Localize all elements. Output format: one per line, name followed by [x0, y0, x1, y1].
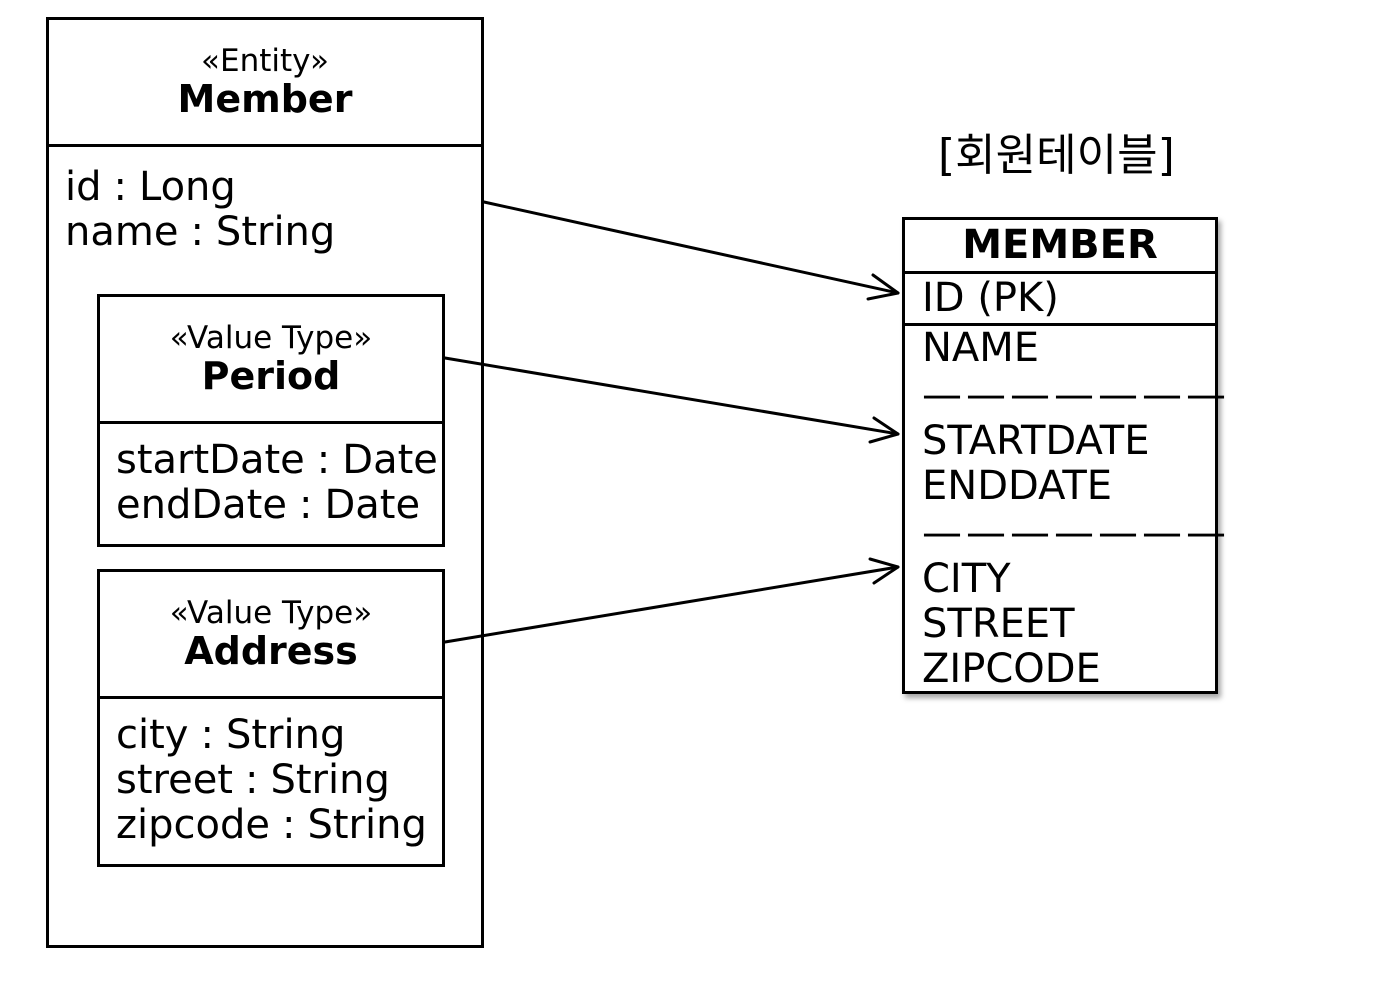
table-title: [회원테이블]	[938, 130, 1175, 181]
period-stereotype: «Value Type»	[169, 320, 373, 356]
period-attribute-startdate: startDate:Date	[116, 438, 442, 483]
member-class-name: Member	[177, 77, 353, 121]
address-to-city-arrowhead	[868, 557, 900, 585]
attribute-type: Date	[342, 437, 438, 483]
attribute-separator: :	[190, 209, 204, 255]
attribute-separator: :	[200, 712, 214, 758]
column-street: STREET	[922, 601, 1075, 647]
member-entity-header: «Entity» Member	[49, 20, 481, 147]
attribute-separator: :	[113, 164, 127, 210]
period-class-name: Period	[201, 354, 341, 398]
member-attributes: id:Long name:String	[49, 147, 481, 255]
address-to-city-arrow-line	[443, 565, 900, 644]
column-zipcode: ZIPCODE	[922, 646, 1101, 692]
column-group-divider: ———————	[922, 510, 1230, 556]
member-attribute-id: id: Long	[65, 165, 481, 210]
period-attribute-enddate: endDate:Date	[116, 483, 442, 528]
attribute-name: name	[65, 209, 179, 255]
member-attribute-name: name:String	[65, 210, 481, 255]
attribute-name: city	[116, 712, 189, 758]
attribute-separator: :	[245, 757, 259, 803]
attribute-name: zipcode	[116, 802, 270, 848]
address-attribute-street: street:String	[116, 758, 442, 803]
attribute-type: String	[307, 802, 427, 848]
address-value-type-box: «Value Type» Address city:String street:…	[97, 569, 445, 867]
period-header: «Value Type» Period	[100, 297, 442, 424]
attribute-type: Long	[139, 164, 236, 210]
period-attributes: startDate:Date endDate:Date	[100, 424, 442, 528]
table-name: MEMBER	[905, 220, 1215, 274]
member-to-id-arrowhead	[866, 273, 900, 301]
attribute-type: String	[225, 712, 346, 758]
attribute-separator: :	[298, 482, 313, 528]
member-to-id-arrow-line	[482, 200, 900, 295]
attribute-separator: :	[281, 802, 296, 848]
column-startdate: STARTDATE	[922, 418, 1150, 464]
address-attribute-zipcode: zipcode:String	[116, 803, 442, 848]
address-class-name: Address	[184, 629, 358, 673]
attribute-type: String	[270, 757, 390, 803]
attribute-separator: :	[316, 437, 331, 483]
column-group-divider: ———————	[922, 372, 1230, 418]
period-to-startdate-arrow-line	[443, 356, 900, 436]
address-attribute-city: city:String	[116, 713, 442, 758]
attribute-name: id	[65, 164, 102, 210]
attribute-type: Date	[324, 482, 421, 528]
column-name: NAME	[922, 325, 1040, 371]
address-header: «Value Type» Address	[100, 572, 442, 699]
member-stereotype: «Entity»	[201, 43, 329, 79]
attribute-name: endDate	[116, 482, 287, 528]
address-stereotype: «Value Type»	[169, 595, 373, 631]
table-columns: NAME ——————— STARTDATE ENDDATE ——————— C…	[905, 325, 1230, 692]
period-to-startdate-arrowhead	[868, 416, 900, 444]
address-attributes: city:String street:String zipcode:String	[100, 699, 442, 848]
attribute-name: street	[116, 757, 233, 803]
attribute-name: startDate	[116, 437, 305, 483]
table-pk-column: ID (PK)	[905, 274, 1215, 326]
period-value-type-box: «Value Type» Period startDate:Date endDa…	[97, 294, 445, 547]
column-enddate: ENDDATE	[922, 463, 1113, 509]
column-city: CITY	[922, 556, 1011, 602]
attribute-type: String	[215, 209, 336, 255]
member-table-box: MEMBER ID (PK) NAME ——————— STARTDATE EN…	[902, 217, 1230, 694]
